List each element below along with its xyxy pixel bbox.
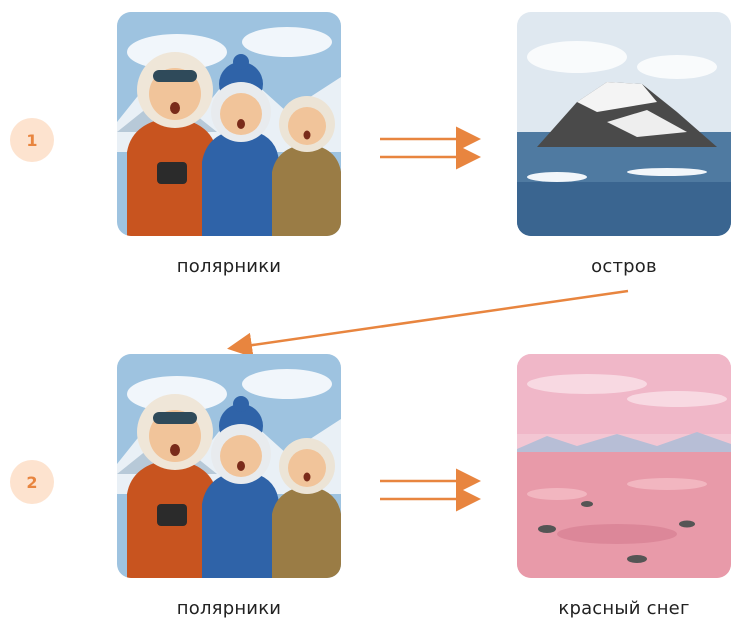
caption-island: остров xyxy=(591,256,657,277)
diagonal-return-arrow xyxy=(227,289,629,358)
island-image xyxy=(517,12,731,236)
double-arrow-row-2 xyxy=(380,468,481,512)
polar-explorers-illustration xyxy=(117,354,341,578)
red-snow-illustration xyxy=(517,354,731,578)
step-number-1: 1 xyxy=(10,118,54,162)
polar-explorers-image-2 xyxy=(117,354,341,578)
caption-polar-explorers-2: полярники xyxy=(176,598,282,619)
snowy-island-illustration xyxy=(517,12,731,236)
caption-red-snow: красный снег xyxy=(558,598,690,619)
red-snow-image xyxy=(517,354,731,578)
polar-explorers-illustration xyxy=(117,12,341,236)
polar-explorers-image-1 xyxy=(117,12,341,236)
step-number-2: 2 xyxy=(10,460,54,504)
caption-polar-explorers-1: полярники xyxy=(176,256,282,277)
double-arrow-row-1 xyxy=(380,126,481,170)
